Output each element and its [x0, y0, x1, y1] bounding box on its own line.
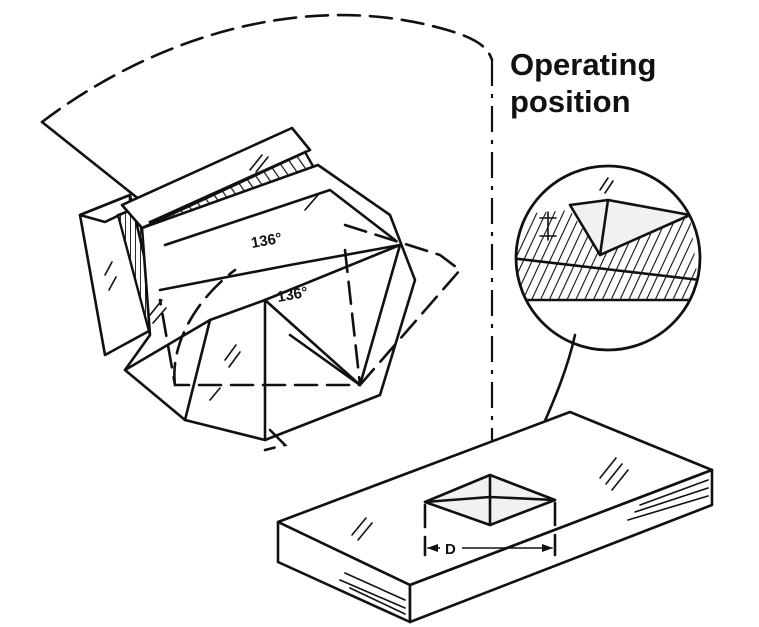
arc-leader-line: [40, 120, 152, 210]
operating-label-line1: Operating: [510, 47, 657, 82]
dimension-label: D: [445, 541, 456, 558]
angle-label-top: 136°: [250, 230, 284, 252]
operating-label-line2: position: [510, 84, 631, 119]
indentation: [423, 473, 557, 527]
magnified-detail: [514, 164, 702, 352]
holder-top-slab: [120, 126, 312, 230]
specimen-side-face: [408, 468, 714, 624]
indenter-dashed-guide: [158, 223, 462, 387]
shine-marks: [104, 154, 319, 401]
angle-label-inner: 136°: [276, 284, 310, 306]
indenter: 136° 136°: [78, 126, 462, 452]
specimen-block: D: [276, 410, 714, 624]
operating-position-label: Operating position: [510, 46, 656, 120]
rotation-arc: [40, 13, 494, 124]
